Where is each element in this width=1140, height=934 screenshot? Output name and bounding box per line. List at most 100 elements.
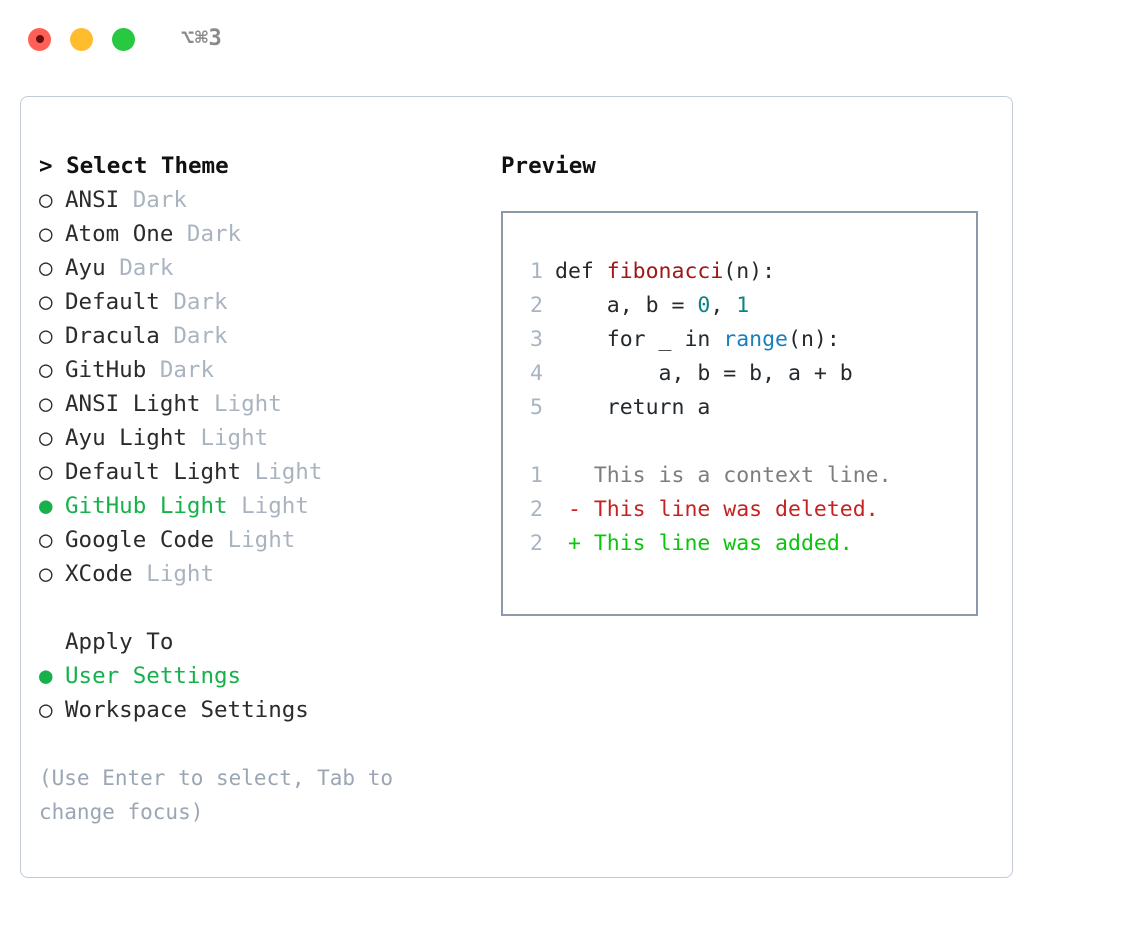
radio-selected-icon: ● — [39, 493, 53, 519]
title-bar: ⌥⌘3 — [0, 0, 1140, 78]
theme-variant-badge: Dark — [119, 255, 174, 281]
theme-option-label: ANSI Light — [65, 391, 201, 417]
radio-selected-icon: ● — [39, 663, 53, 689]
theme-option-label: Atom One — [65, 221, 174, 247]
keyboard-hint: (Use Enter to select, Tab to change focu… — [39, 766, 394, 824]
theme-option[interactable]: ○Default Light Light — [39, 455, 479, 489]
code-line: 5 return a — [503, 391, 976, 425]
theme-variant-badge: Dark — [159, 357, 215, 383]
theme-selection-column: > Select Theme ○ANSI Dark○Atom One Dark○… — [39, 149, 479, 829]
code-token: 1 — [736, 293, 750, 318]
theme-option[interactable]: ○ Dracula Dark — [39, 319, 479, 353]
code-token: return a — [555, 395, 711, 420]
theme-option[interactable]: ○GitHub Dark — [39, 353, 479, 387]
main-panel: > Select Theme ○ANSI Dark○Atom One Dark○… — [20, 96, 1013, 878]
code-line: 2 a, b = 0, 1 — [503, 289, 976, 323]
select-theme-label: Select Theme — [66, 153, 229, 179]
maximize-window-button[interactable] — [112, 27, 135, 51]
theme-option[interactable]: ○ Google Code Light — [39, 523, 479, 557]
theme-option-label: GitHub — [65, 357, 147, 383]
radio-unselected-icon: ○ — [39, 187, 53, 213]
close-window-button[interactable] — [28, 27, 51, 51]
theme-option-label: ANSI — [65, 187, 120, 213]
diff-marker — [555, 463, 594, 488]
theme-variant-badge: Dark — [173, 323, 228, 349]
theme-option[interactable]: ○Ayu Light Light — [39, 421, 479, 455]
radio-unselected-icon: ○ — [39, 391, 53, 417]
select-theme-header: > Select Theme — [39, 149, 479, 183]
code-token: def — [555, 259, 607, 284]
theme-option[interactable]: ○ Atom One Dark — [39, 217, 479, 251]
prompt-caret-icon: > — [39, 153, 53, 179]
code-line: 4 a, b = b, a + b — [503, 357, 976, 391]
code-token: , — [710, 293, 737, 318]
apply-to-option-label: Workspace Settings — [65, 697, 309, 723]
theme-option-label: Default — [65, 289, 160, 315]
code-token: a, b = — [555, 293, 698, 318]
code-token: 0 — [697, 293, 711, 318]
code-diff-separator — [503, 425, 976, 459]
theme-variant-badge: Light — [146, 561, 215, 587]
radio-unselected-icon: ○ — [39, 221, 53, 247]
code-token: (n): — [723, 259, 776, 284]
radio-unselected-icon: ○ — [39, 697, 53, 723]
theme-option[interactable]: ○ Default Dark — [39, 285, 479, 319]
diff-line: 2 + This line was added. — [503, 527, 976, 561]
line-number: 2 — [530, 293, 543, 318]
theme-variant-badge: Dark — [186, 221, 242, 247]
apply-to-list[interactable]: ● User Settings ○ Workspace Settings — [39, 659, 479, 727]
theme-option[interactable]: ○ANSI Dark — [39, 183, 479, 217]
code-line: 3 for _ in range(n): — [503, 323, 976, 357]
theme-list[interactable]: ○ANSI Dark○Atom One Dark○Ayu Dark○Defaul… — [39, 183, 479, 591]
radio-unselected-icon: ○ — [39, 323, 53, 349]
diff-marker: + — [555, 531, 594, 556]
line-number: 3 — [530, 327, 543, 352]
radio-unselected-icon: ○ — [39, 527, 53, 553]
theme-option[interactable]: ● GitHub Light Light — [39, 489, 479, 523]
apply-to-option[interactable]: ○ Workspace Settings — [39, 693, 479, 727]
apply-to-option-label: User Settings — [65, 663, 242, 689]
diff-text: This line was added. — [593, 531, 853, 556]
code-token: (n): — [788, 327, 840, 352]
code-token: fibonacci — [606, 259, 724, 284]
radio-unselected-icon: ○ — [39, 255, 53, 281]
line-number: 5 — [530, 395, 543, 420]
line-number: 2 — [530, 497, 543, 522]
theme-option-label: GitHub Light — [65, 493, 228, 519]
traffic-lights — [28, 27, 135, 51]
theme-option-label: Ayu Light — [65, 425, 187, 451]
theme-variant-badge: Dark — [173, 289, 228, 315]
radio-unselected-icon: ○ — [39, 561, 53, 587]
apply-to-option[interactable]: ● User Settings — [39, 659, 479, 693]
preview-title: Preview — [501, 153, 596, 179]
theme-option-label: Dracula — [65, 323, 160, 349]
line-number: 1 — [530, 259, 543, 284]
radio-unselected-icon: ○ — [39, 425, 53, 451]
diff-sample: 1 This is a context line.2 - This line w… — [503, 459, 976, 561]
diff-marker: - — [555, 497, 594, 522]
theme-variant-badge: Light — [254, 459, 323, 485]
diff-line: 2 - This line was deleted. — [503, 493, 976, 527]
theme-option[interactable]: ○ Ayu Dark — [39, 251, 479, 285]
line-number: 4 — [530, 361, 543, 386]
theme-variant-badge: Light — [214, 391, 282, 417]
theme-option-label: Google Code — [65, 527, 215, 553]
theme-variant-badge: Light — [241, 493, 309, 519]
diff-line: 1 This is a context line. — [503, 459, 976, 493]
apply-to-label: Apply To — [65, 629, 174, 655]
theme-option-label: Default Light — [65, 459, 242, 485]
keyboard-shortcut-label: ⌥⌘3 — [181, 26, 223, 51]
code-line: 1 def fibonacci(n): — [503, 255, 976, 289]
code-token: for _ in — [555, 327, 724, 352]
theme-variant-badge: Light — [227, 527, 296, 553]
theme-option-label: XCode — [65, 561, 133, 587]
minimize-window-button[interactable] — [70, 27, 93, 51]
theme-option[interactable]: ○ XCode Light — [39, 557, 479, 591]
line-number: 1 — [530, 463, 543, 488]
radio-unselected-icon: ○ — [39, 289, 53, 315]
theme-option-label: Ayu — [65, 255, 106, 281]
code-token: range — [723, 327, 789, 352]
theme-option[interactable]: ○ ANSI Light Light — [39, 387, 479, 421]
